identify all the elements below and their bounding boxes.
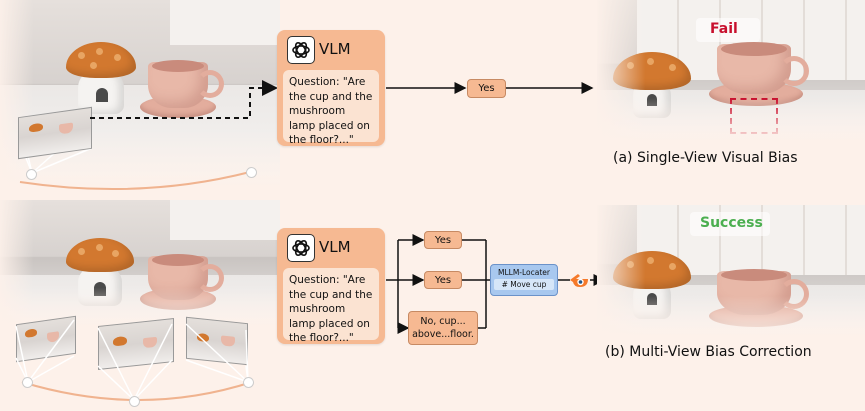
answer-no: No, cup... above...floor.: [408, 311, 478, 345]
vlm-label: VLM: [319, 238, 351, 256]
answer-yes: Yes: [424, 231, 462, 249]
camera-position: [129, 396, 140, 407]
camera-position: [246, 167, 257, 178]
input-scene-b: [0, 200, 280, 325]
fail-tag: Fail: [710, 21, 738, 37]
locater-action: # Move cup: [494, 279, 554, 290]
caption-a: (a) Single-View Visual Bias: [613, 150, 798, 166]
question-text: Question: "Are the cup and the mushroom …: [283, 70, 379, 146]
camera-position: [243, 377, 254, 388]
camera-position: [26, 169, 37, 180]
openai-logo-icon: [287, 36, 315, 64]
camera-position: [22, 377, 33, 388]
vlm-box-b: VLM Question: "Are the cup and the mushr…: [277, 228, 385, 344]
openai-logo-icon: [287, 234, 315, 262]
success-tag: Success: [700, 215, 763, 231]
locater-title: MLLM-Locater: [498, 268, 550, 277]
caption-b: (b) Multi-View Bias Correction: [605, 344, 812, 360]
blender-logo-icon: [570, 274, 588, 287]
answer-yes: Yes: [424, 271, 462, 289]
vlm-label: VLM: [319, 40, 351, 58]
camera-frustum-icon: [15, 319, 253, 401]
vlm-box-a: VLM Question: "Are the cup and the mushr…: [277, 30, 385, 146]
mllm-locater-box: MLLM-Locater # Move cup: [490, 264, 558, 296]
answer-yes: Yes: [467, 79, 506, 98]
question-text: Question: "Are the cup and the mushroom …: [283, 268, 379, 344]
